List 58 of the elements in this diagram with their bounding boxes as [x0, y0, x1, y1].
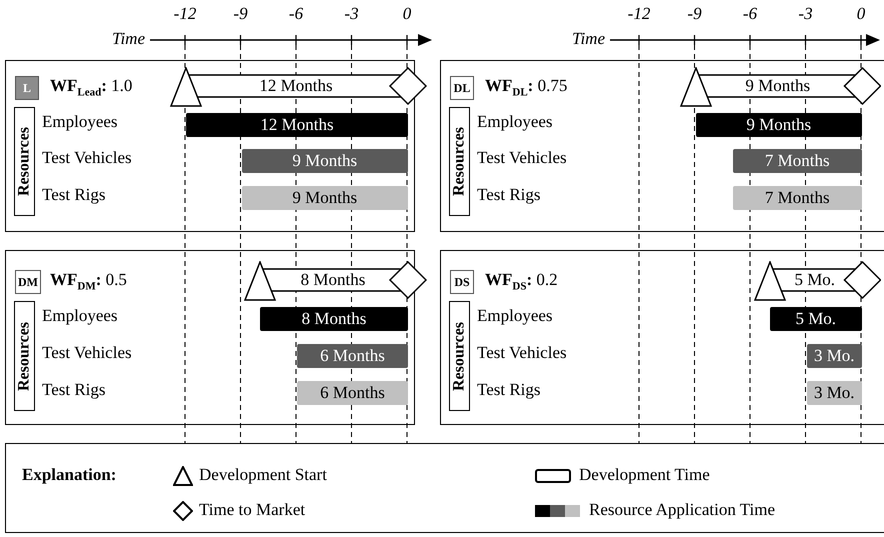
row-label: Employees: [42, 112, 118, 132]
weight-factor-label: WF$_{Lead}$: 1.0: [50, 76, 132, 98]
tick-label: -3: [343, 4, 360, 24]
tick-label: -9: [232, 4, 249, 24]
axis-title: Time: [110, 29, 145, 49]
row-label: Employees: [42, 306, 118, 326]
weight-factor-label: WF$_{DS}$: 0.2: [485, 270, 558, 292]
row-label: Test Rigs: [42, 185, 106, 205]
category-badge: DM: [15, 270, 41, 294]
weight-factor-label: WF$_{DM}$: 0.5: [50, 270, 127, 292]
tick-label: -3: [797, 4, 814, 24]
row-label: Test Rigs: [42, 380, 106, 400]
resources-label: Resources: [449, 107, 470, 216]
development-time-bar: 5 Mo.: [752, 261, 881, 301]
development-time-bar: 9 Months: [678, 67, 881, 107]
legend-label: Development Time: [579, 465, 710, 485]
resource-bar: 8 Months: [260, 307, 408, 331]
panel: [440, 60, 884, 232]
resource-bar: 7 Months: [732, 186, 862, 210]
category-badge: DS: [450, 270, 474, 294]
resource-bar: 9 Months: [242, 186, 408, 210]
resource-bar: 3 Mo.: [806, 381, 862, 405]
row-label: Test Vehicles: [477, 343, 567, 363]
resources-label: Resources: [14, 107, 35, 216]
tick-label: -6: [742, 4, 758, 24]
row-label: Test Vehicles: [477, 148, 567, 168]
resource-bar: 6 Months: [297, 381, 408, 405]
resources-label: Resources: [449, 301, 470, 411]
resource-bar: 12 Months: [186, 113, 408, 137]
development-time-bar: 8 Months: [243, 261, 427, 301]
resource-bar: 6 Months: [297, 344, 408, 368]
resource-bar: 7 Months: [732, 149, 862, 173]
row-label: Employees: [477, 112, 553, 132]
tick-label: -12: [626, 4, 652, 24]
tick-label: -6: [288, 4, 304, 24]
tick-label: -9: [686, 4, 703, 24]
row-label: Test Rigs: [477, 185, 541, 205]
legend-label: Resource Application Time: [589, 500, 776, 520]
axis-title: Time: [570, 29, 605, 49]
row-label: Employees: [477, 306, 553, 326]
row-label: Test Rigs: [477, 380, 541, 400]
resource-bar: 5 Mo.: [770, 307, 862, 331]
tick-label: 0: [856, 4, 866, 24]
row-label: Test Vehicles: [42, 148, 132, 168]
resources-label: Resources: [14, 301, 35, 411]
resource-bar: 3 Mo.: [806, 344, 862, 368]
category-badge: L: [15, 76, 39, 100]
category-badge: DL: [450, 76, 474, 100]
legend-heading: Explanation:: [22, 465, 116, 485]
legend-label: Time to Market: [199, 500, 306, 520]
panel: [440, 250, 884, 425]
tick-label: -12: [172, 4, 198, 24]
legend-label: Development Start: [199, 465, 327, 485]
tick-label: 0: [402, 4, 412, 24]
weight-factor-label: WF$_{DL}$: 0.75: [485, 76, 568, 98]
row-label: Test Vehicles: [42, 343, 132, 363]
resource-bar: 9 Months: [242, 149, 408, 173]
resource-bar: 9 Months: [696, 113, 862, 137]
